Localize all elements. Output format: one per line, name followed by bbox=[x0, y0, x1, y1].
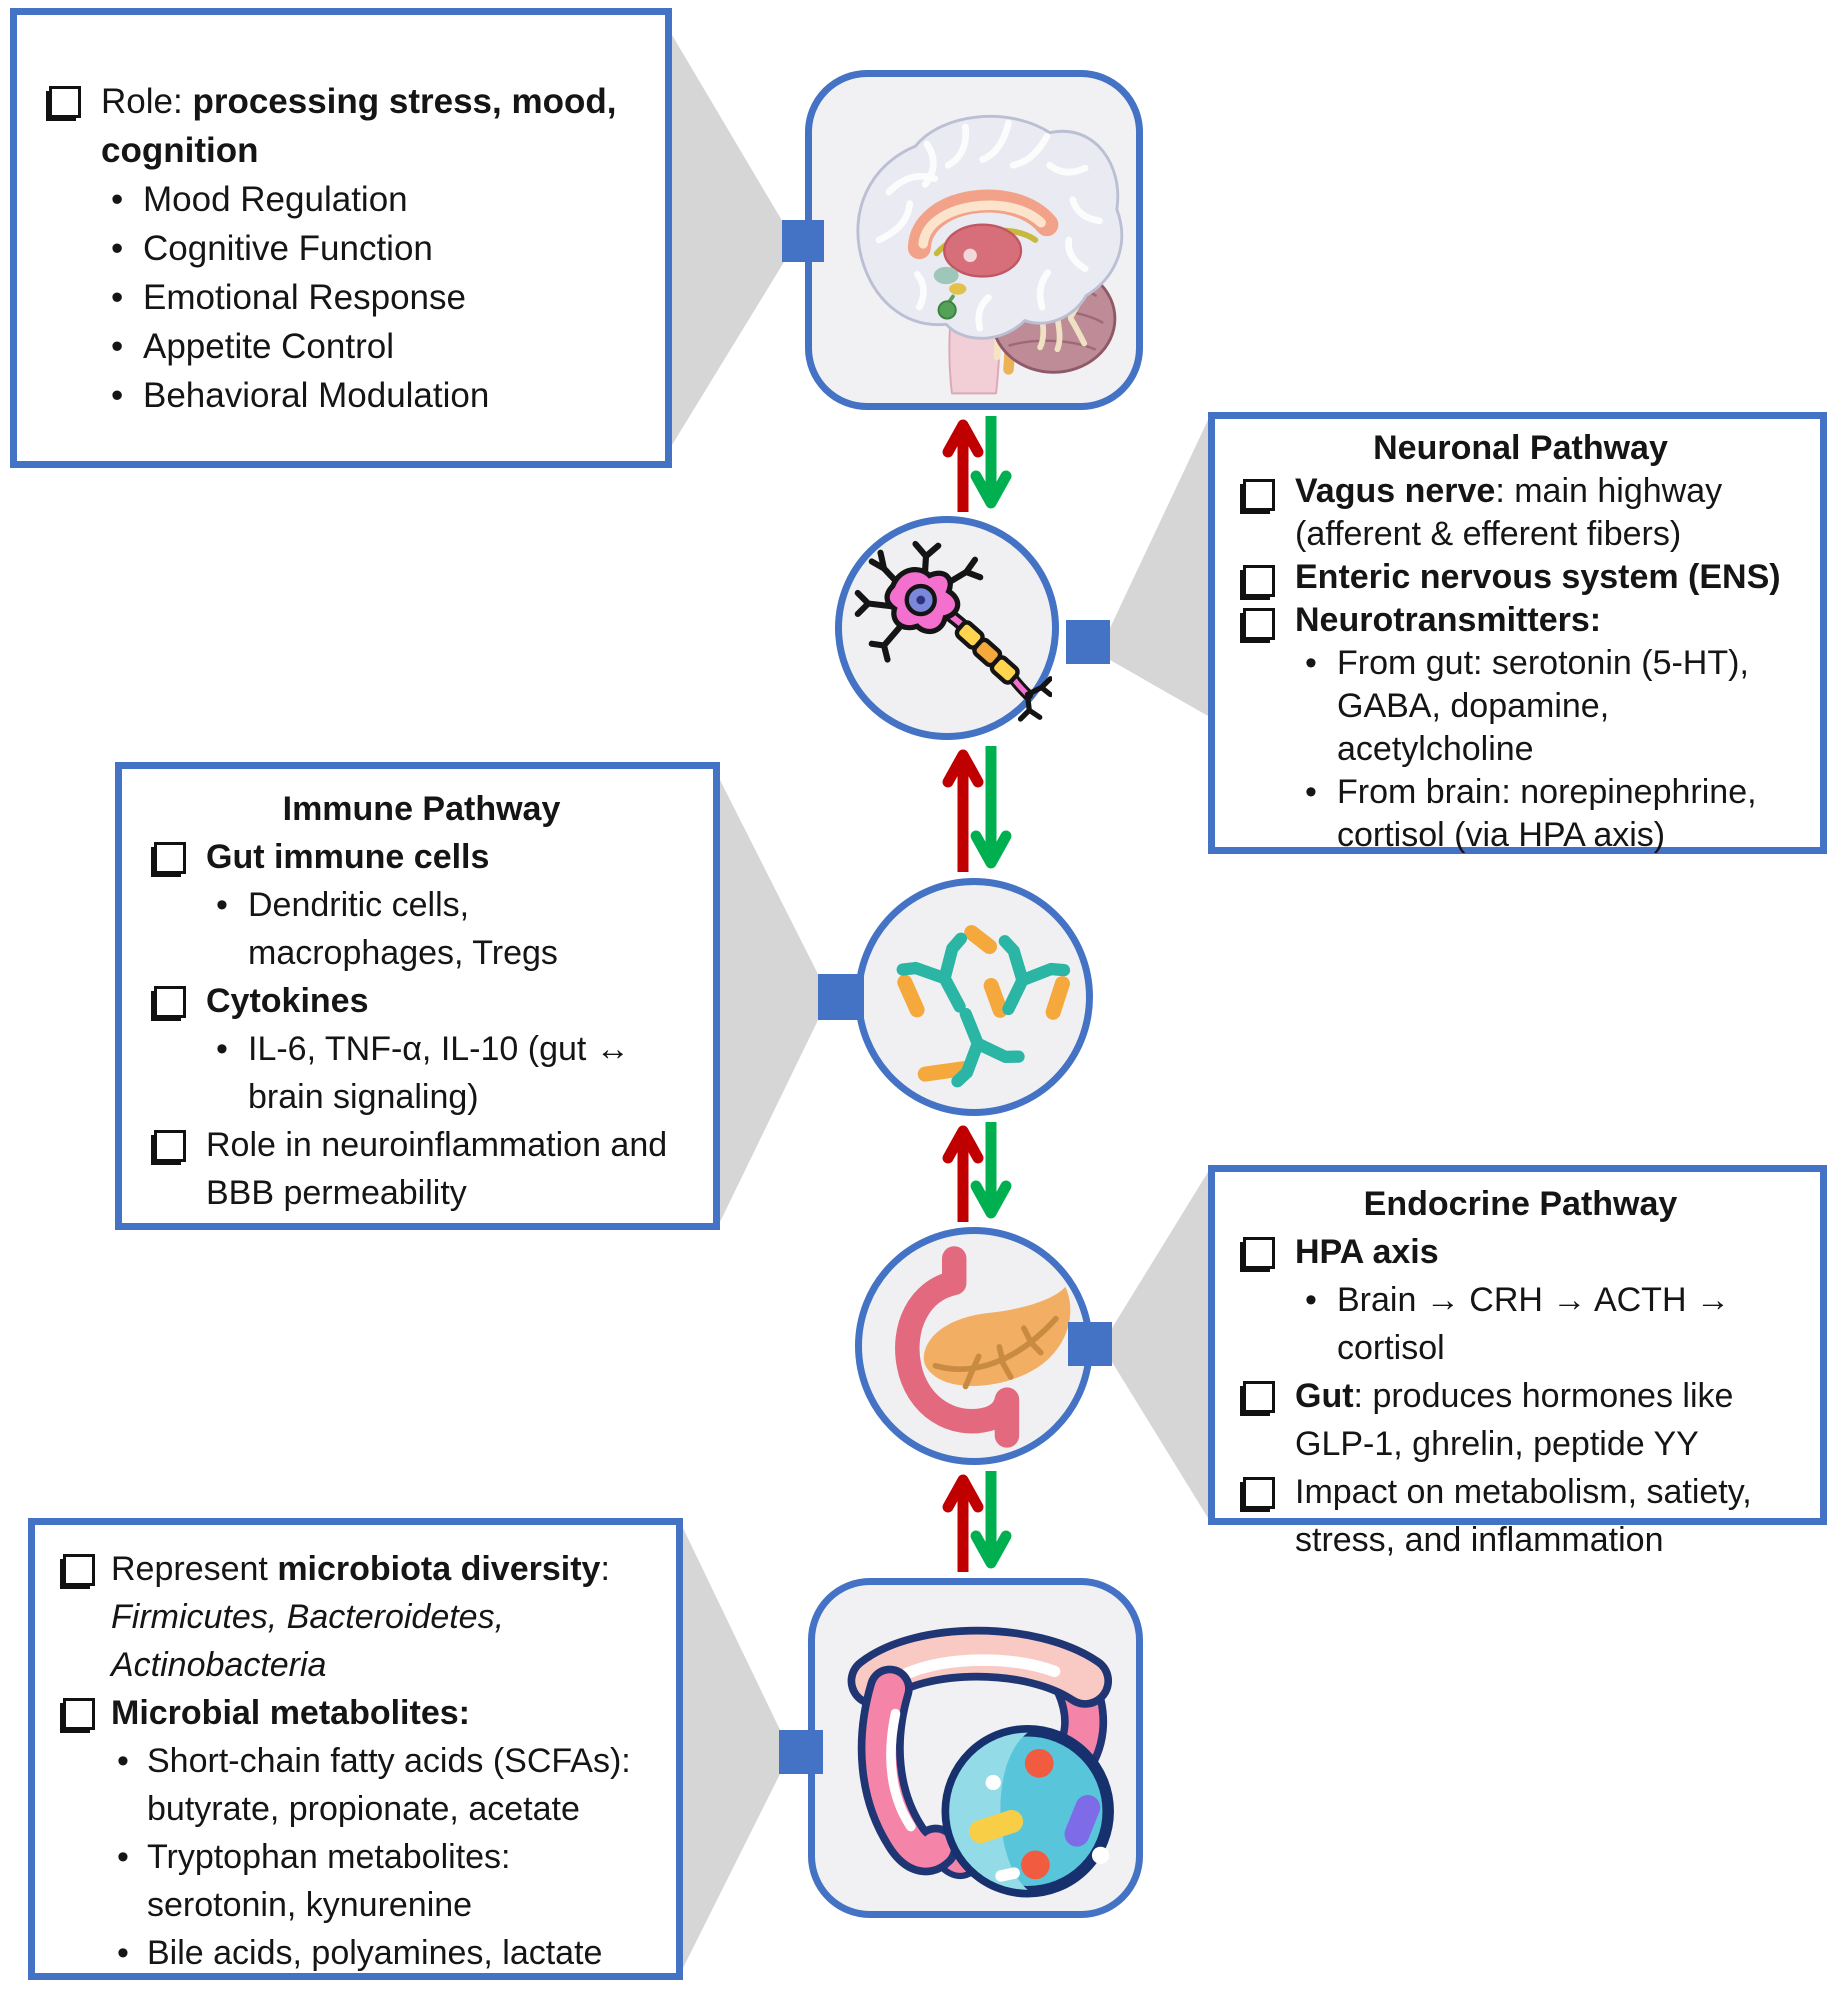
arrow-pair-brain-neuron bbox=[942, 416, 1012, 512]
connector-square bbox=[779, 1730, 823, 1774]
brain-role-box: Role: processing stress, mood, cognition… bbox=[10, 8, 672, 468]
check-item: Role: processing stress, mood, cognition bbox=[47, 77, 643, 175]
connector-square bbox=[818, 974, 864, 1020]
antibodies-circle bbox=[855, 878, 1093, 1116]
bullet-item: Brain → CRH → ACTH → cortisol bbox=[1241, 1276, 1800, 1372]
bullet-item: Emotional Response bbox=[47, 273, 643, 322]
check-item: Represent microbiota diversity: Firmicut… bbox=[61, 1545, 656, 1689]
checkbox-icon bbox=[154, 986, 186, 1018]
endocrine-pathway-box: Endocrine Pathway HPA axis Brain → CRH →… bbox=[1208, 1165, 1827, 1559]
bullet-item: Dendritic cells, macrophages, Tregs bbox=[152, 881, 691, 977]
check-item: Enteric nervous system (ENS) bbox=[1241, 556, 1800, 599]
pancreas-circle bbox=[855, 1227, 1093, 1465]
arrow-pair-immune-endocrine bbox=[942, 1122, 1012, 1222]
antibodies-cytokines-icon bbox=[896, 925, 1071, 1088]
bullet-item: From brain: norepinephrine, cortisol (vi… bbox=[1241, 771, 1800, 857]
bullet-item: Appetite Control bbox=[47, 322, 643, 371]
wedge-pancreas-to-endocrine-box bbox=[1112, 1172, 1208, 1518]
checkbox-icon bbox=[1243, 1477, 1275, 1509]
checkbox-icon bbox=[1243, 1237, 1275, 1269]
brain-card bbox=[805, 70, 1143, 410]
microbiota-box: Represent microbiota diversity: Firmicut… bbox=[28, 1518, 683, 1980]
item-text: Vagus nerve: main highway (afferent & ef… bbox=[1295, 472, 1723, 553]
bullet-item: Tryptophan metabolites: serotonin, kynur… bbox=[61, 1833, 656, 1929]
arrow-pair-neuron-immune bbox=[942, 746, 1012, 872]
gut-card bbox=[808, 1578, 1143, 1918]
duodenum-pancreas-icon bbox=[895, 1246, 1071, 1448]
checkbox-icon bbox=[1243, 1381, 1275, 1413]
wedge-neuron-to-neuronal-box bbox=[1110, 420, 1208, 716]
check-item: Role in neuroinflammation and BBB permea… bbox=[152, 1121, 691, 1217]
box-title: Immune Pathway bbox=[282, 790, 561, 828]
checkbox-icon bbox=[154, 1130, 186, 1162]
bullet-item: Short-chain fatty acids (SCFAs): butyrat… bbox=[61, 1737, 656, 1833]
checkbox-icon bbox=[49, 86, 81, 118]
checkbox-icon bbox=[1243, 479, 1275, 511]
immune-pathway-box: Immune Pathway Gut immune cells Dendriti… bbox=[115, 762, 720, 1230]
check-item: Cytokines bbox=[152, 977, 691, 1025]
checkbox-icon bbox=[1243, 608, 1275, 640]
box-title: Neuronal Pathway bbox=[1373, 429, 1668, 467]
connector-square bbox=[782, 220, 824, 262]
bullet-item: Cognitive Function bbox=[47, 224, 643, 273]
neuron-icon bbox=[854, 540, 1052, 722]
neuronal-pathway-box: Neuronal Pathway Vagus nerve: main highw… bbox=[1208, 412, 1827, 854]
wedge-immune-box-to-antibodies bbox=[720, 780, 820, 1222]
check-item: Gut: produces hormones like GLP-1, ghrel… bbox=[1241, 1372, 1800, 1468]
bullet-item: IL-6, TNF-α, IL-10 (gut ↔ brain signalin… bbox=[152, 1025, 691, 1121]
arrow-pair-endocrine-gut bbox=[942, 1471, 1012, 1572]
item-text: Represent microbiota diversity: Firmicut… bbox=[111, 1550, 610, 1684]
bullet-item: Bile acids, polyamines, lactate bbox=[61, 1929, 656, 1977]
checkbox-icon bbox=[154, 842, 186, 874]
checkbox-icon bbox=[1243, 565, 1275, 597]
bullet-item: Mood Regulation bbox=[47, 175, 643, 224]
connector-square bbox=[1068, 1322, 1112, 1366]
check-item: HPA axis bbox=[1241, 1228, 1800, 1276]
check-item: Neurotransmitters: bbox=[1241, 599, 1800, 642]
intestine-microbiome-icon bbox=[847, 1626, 1114, 1898]
neuron-circle bbox=[835, 516, 1059, 740]
wedge-role-to-brain bbox=[672, 35, 784, 445]
connector-square bbox=[1066, 620, 1110, 664]
check-item: Vagus nerve: main highway (afferent & ef… bbox=[1241, 470, 1800, 556]
brain-icon bbox=[856, 115, 1124, 395]
bullet-item: Behavioral Modulation bbox=[47, 371, 643, 420]
bullet-item: From gut: serotonin (5-HT), GABA, dopami… bbox=[1241, 642, 1800, 771]
wedge-micro-box-to-gut bbox=[683, 1528, 781, 1968]
check-item: Microbial metabolites: bbox=[61, 1689, 656, 1737]
item-text: Role: processing stress, mood, cognition bbox=[101, 82, 617, 170]
item-text: Microbial metabolites: bbox=[111, 1694, 470, 1732]
checkbox-icon bbox=[63, 1698, 95, 1730]
box-title: Endocrine Pathway bbox=[1363, 1185, 1678, 1223]
check-item: Gut immune cells bbox=[152, 833, 691, 881]
item-text: Gut: produces hormones like GLP-1, ghrel… bbox=[1295, 1377, 1734, 1463]
checkbox-icon bbox=[63, 1554, 95, 1586]
check-item: Impact on metabolism, satiety, stress, a… bbox=[1241, 1468, 1800, 1564]
